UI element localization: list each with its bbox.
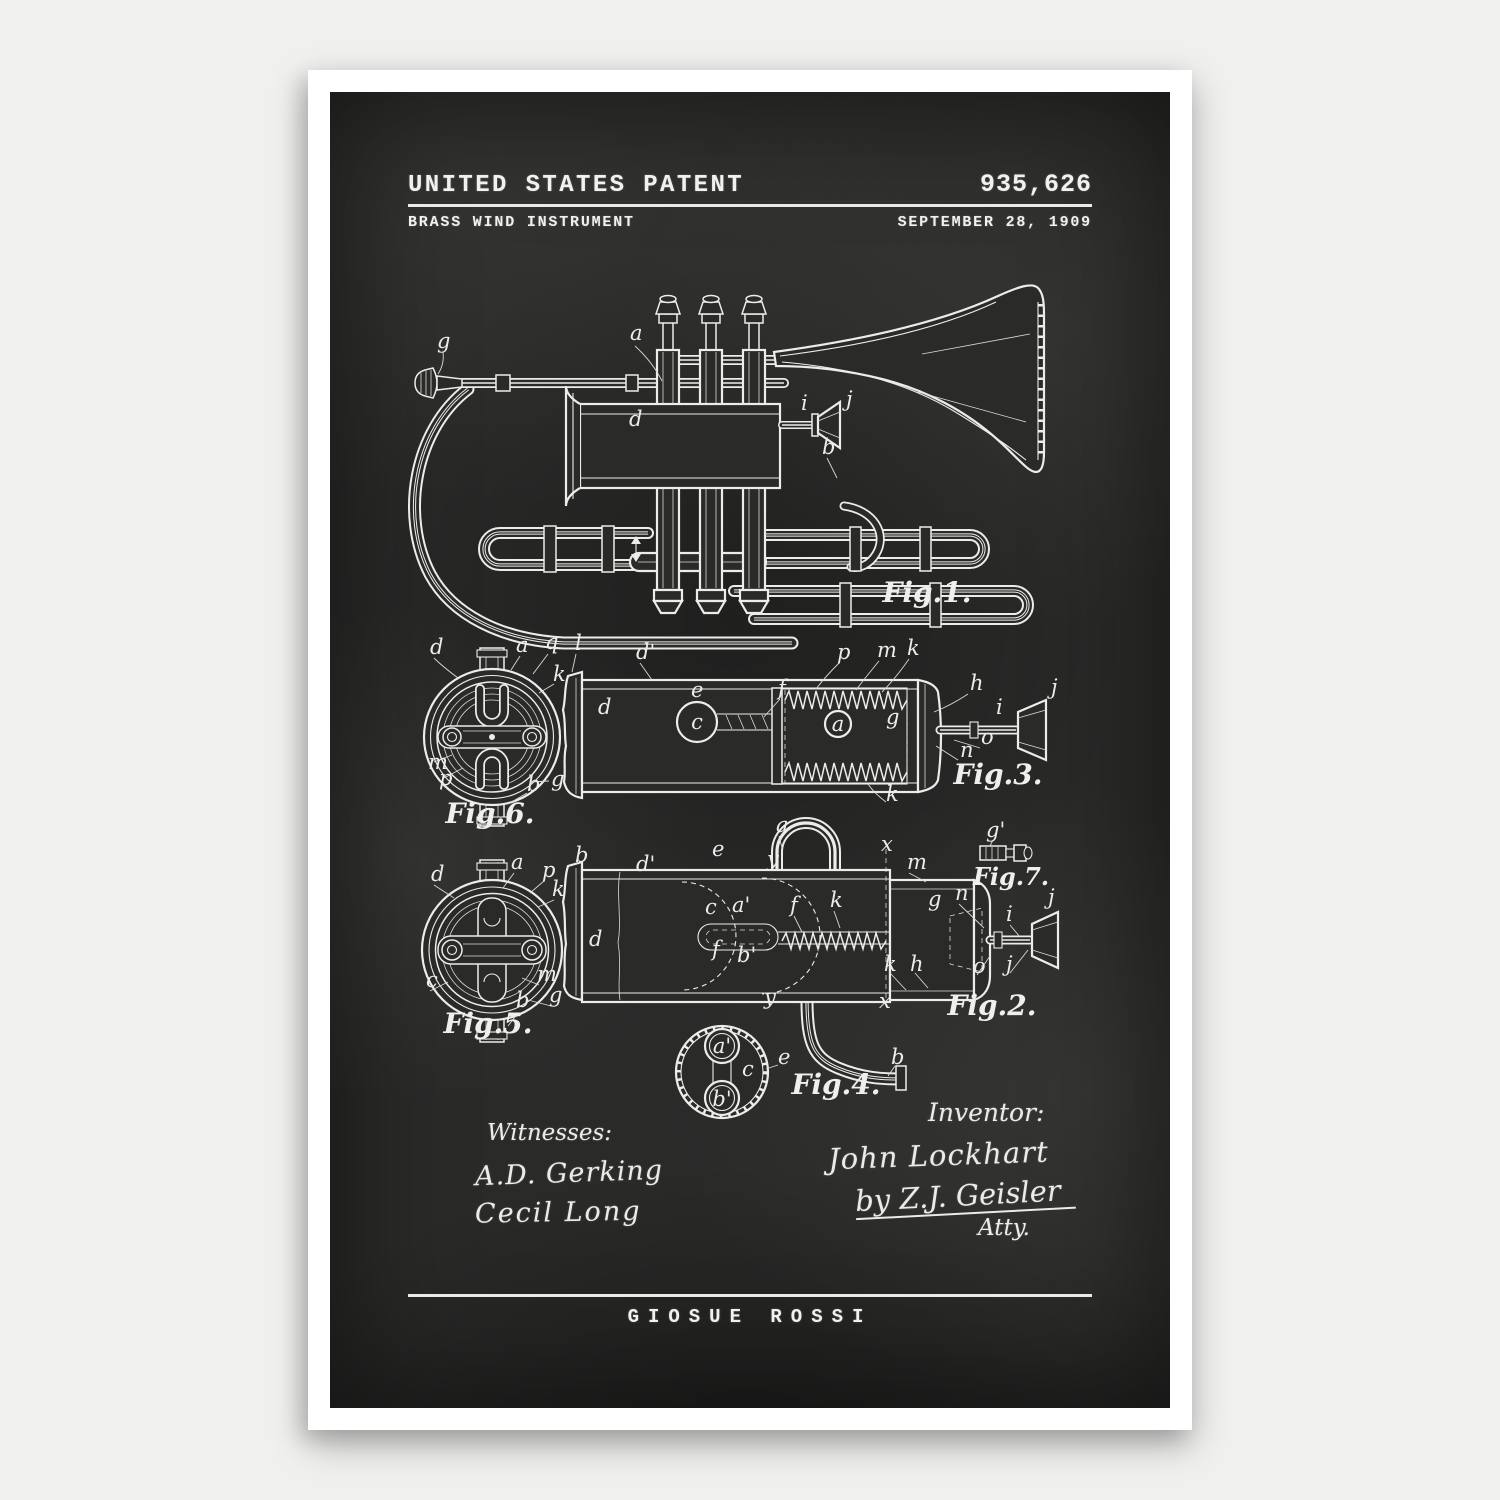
part-label: a (832, 712, 845, 736)
patent-date: SEPTEMBER 28, 1909 (898, 214, 1092, 231)
part-label: x (879, 989, 891, 1013)
part-label: n (955, 881, 969, 905)
finger-button (1018, 700, 1046, 760)
part-label: d (589, 927, 602, 951)
attorney-title: Atty. (978, 1215, 1130, 1241)
part-label: d (431, 862, 444, 886)
part-label: h (910, 952, 924, 976)
part-label: e (778, 1045, 790, 1069)
finger-button (1032, 912, 1058, 968)
chalkboard-background: g a d i j b Fig.1. (330, 92, 1170, 1408)
part-label: g (886, 705, 899, 729)
part-label: y (763, 985, 777, 1009)
part-label: y (766, 847, 780, 871)
part-label: e (712, 837, 724, 861)
patent-number: 935,626 (980, 170, 1092, 199)
figure-caption: Fig.1. (881, 576, 971, 609)
bell (774, 285, 1044, 472)
part-label: k (884, 952, 897, 976)
figure-7-screw-detail: g' Fig.7. (972, 818, 1049, 891)
part-label: o (981, 725, 994, 749)
figure-caption: Fig.2. (946, 989, 1036, 1022)
header-divider (408, 204, 1092, 207)
part-label: a (630, 321, 643, 345)
witness-signature: Cecil Long (475, 1195, 664, 1229)
figure-caption: Fig.7. (972, 862, 1049, 891)
artist-name: GIOSUE ROSSI (330, 1306, 1170, 1328)
part-label: g (551, 767, 564, 791)
figure-caption: Fig.4. (790, 1068, 880, 1101)
part-label: b (822, 435, 835, 459)
part-label: e (691, 678, 703, 702)
part-label: g (549, 983, 562, 1007)
part-label: b (527, 772, 540, 796)
part-label: i (996, 695, 1003, 719)
part-label: h (970, 671, 984, 695)
subheader: BRASS WIND INSTRUMENT SEPTEMBER 28, 1909 (408, 214, 1092, 231)
part-label: a (516, 633, 529, 657)
part-label: j (1002, 952, 1013, 976)
part-label: m (907, 850, 927, 874)
figure-6-valve-section: d a q k m p b g Fig.6. (424, 630, 566, 830)
attorney-signature-text: by Z.J. Geisler (854, 1173, 1075, 1220)
figure-5-valve-section: d a p k c m b g Fig.5. (422, 850, 565, 1042)
figure-caption: Fig.6. (444, 797, 534, 830)
part-label: a (776, 813, 789, 837)
part-label: b (891, 1045, 904, 1069)
part-label: c (691, 710, 703, 734)
part-label: b (575, 843, 588, 867)
part-label: a (511, 850, 524, 874)
part-label: c (705, 895, 717, 919)
figure-3-piston-mechanism: l d' p m k h j i o n f a g k d e c Fig.3… (563, 631, 1058, 806)
part-label: l (575, 631, 582, 655)
part-label: c (742, 1057, 754, 1081)
part-label: j (1047, 675, 1058, 699)
part-label: d' (636, 852, 655, 876)
part-label: g' (986, 818, 1005, 842)
part-label: g (928, 887, 941, 911)
part-label: k (553, 662, 566, 686)
part-label: d (430, 635, 443, 659)
footer-divider (408, 1294, 1092, 1297)
part-label: o (973, 954, 986, 978)
figure-1-cornet: g a d i j b Fig.1. (414, 285, 1044, 643)
part-label: x (881, 832, 893, 856)
part-label: k (830, 888, 843, 912)
part-label: i (1006, 902, 1013, 926)
part-label: p (439, 766, 452, 790)
part-label: k (907, 636, 920, 660)
part-label: d' (636, 640, 655, 664)
figure-caption: Fig.5. (442, 1007, 532, 1040)
patent-title: UNITED STATES PATENT (408, 172, 744, 199)
part-label: c (426, 968, 438, 992)
part-label: q (545, 630, 558, 654)
part-label: d (629, 407, 642, 431)
part-label: a' (732, 893, 750, 917)
witnesses-block: Witnesses: A.D. Gerking Cecil Long (475, 1120, 663, 1228)
inventor-signature: John Lockhart (827, 1132, 1130, 1177)
part-label: d (598, 695, 611, 719)
part-label: j (842, 387, 853, 411)
attorney-signature: by Z.J. Geisler (854, 1170, 1130, 1218)
part-label: a' (713, 1034, 731, 1058)
figure-caption: Fig.3. (952, 758, 1042, 791)
part-label: g (437, 329, 450, 353)
part-label: p (837, 640, 850, 664)
part-label: m (877, 638, 897, 662)
transposing-cylinder (566, 386, 780, 506)
poster-frame: g a d i j b Fig.1. (308, 70, 1192, 1430)
part-label: i (801, 391, 808, 415)
witness-signature: A.D. Gerking (475, 1155, 664, 1193)
witnesses-heading: Witnesses: (487, 1120, 663, 1146)
part-label: b' (712, 1087, 731, 1111)
part-label: b' (737, 943, 756, 967)
patent-subtitle: BRASS WIND INSTRUMENT (408, 214, 635, 231)
part-label: k (886, 782, 899, 806)
header: UNITED STATES PATENT 935,626 (408, 170, 1092, 199)
inventor-heading: Inventor: (928, 1098, 1130, 1127)
inventor-block: Inventor: John Lockhart by Z.J. Geisler … (810, 1098, 1130, 1241)
